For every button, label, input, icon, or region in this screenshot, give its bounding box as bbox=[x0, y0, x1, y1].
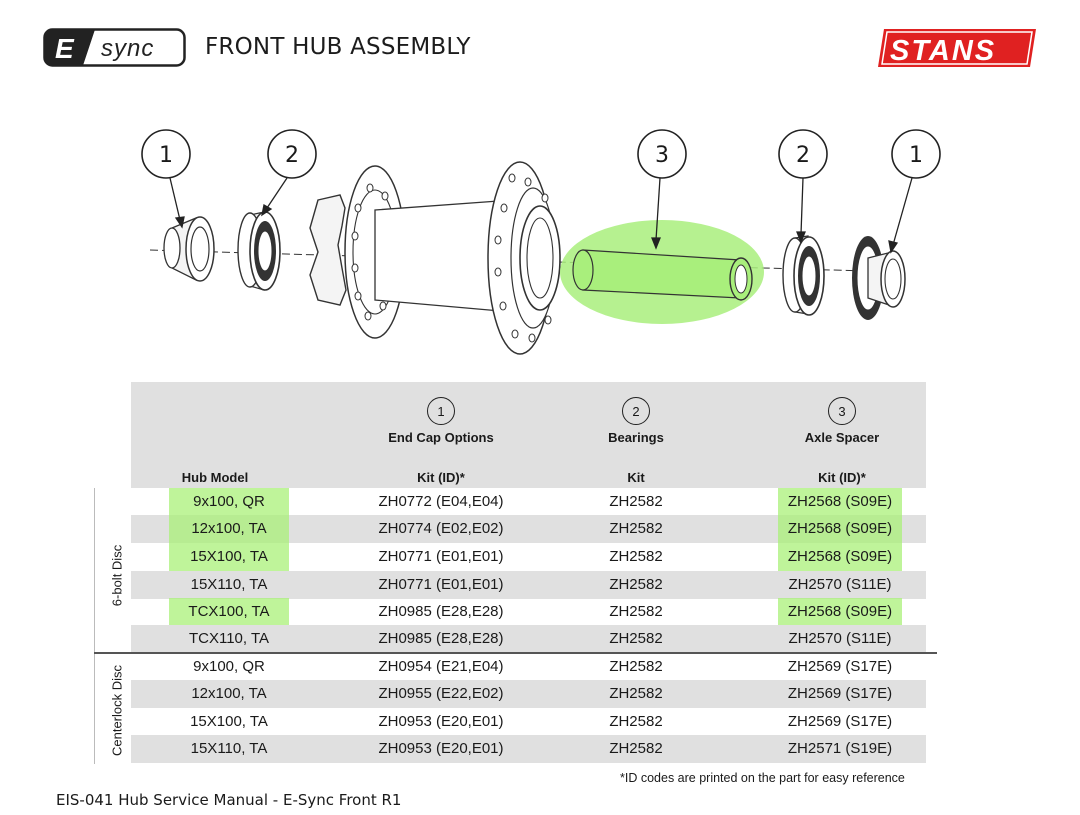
callout-2-right: 2 bbox=[796, 143, 810, 168]
table-row: 12x100, TA ZH0955 (E22,E02) ZH2582 ZH256… bbox=[131, 680, 926, 708]
column-title-bearings: Bearings bbox=[608, 430, 664, 445]
bearing-cell: ZH2582 bbox=[609, 740, 663, 757]
end-cap-cell: ZH0771 (E01,E01) bbox=[378, 548, 504, 565]
bearing-cell: ZH2582 bbox=[609, 603, 663, 620]
end-cap-cell: ZH0985 (E28,E28) bbox=[378, 630, 504, 647]
column-number-axle-spacer: 3 bbox=[828, 397, 856, 425]
group-border-centerlock bbox=[94, 654, 95, 764]
end-cap-cell: ZH0985 (E28,E28) bbox=[378, 603, 504, 620]
hub-model-cell: 12x100, TA bbox=[191, 685, 267, 702]
esync-logo-text: sync bbox=[101, 35, 154, 62]
page-title: FRONT HUB ASSEMBLY bbox=[205, 34, 471, 60]
page-footer: EIS-041 Hub Service Manual - E-Sync Fron… bbox=[56, 791, 402, 809]
stans-logo-text: STANS bbox=[890, 35, 996, 67]
group-label-centerlock: Centerlock Disc bbox=[109, 664, 125, 757]
hub-model-cell: 15X110, TA bbox=[190, 740, 268, 757]
axle-spacer-cell: ZH2569 (S17E) bbox=[787, 658, 893, 675]
callout-2-left: 2 bbox=[285, 143, 299, 168]
axle-spacer-cell: ZH2569 (S17E) bbox=[787, 685, 893, 702]
column-number-bearings: 2 bbox=[622, 397, 650, 425]
esync-logo: E sync bbox=[43, 28, 186, 67]
axle-spacer-cell: ZH2571 (S19E) bbox=[787, 740, 893, 757]
bearing-cell: ZH2582 bbox=[609, 685, 663, 702]
axle-spacer-cell: ZH2570 (S11E) bbox=[788, 630, 892, 647]
axle-spacer-cell: ZH2568 (S09E) bbox=[778, 515, 902, 543]
axle-spacer-cell: ZH2568 (S09E) bbox=[778, 598, 902, 626]
table-row: TCX100, TA ZH0985 (E28,E28) ZH2582 ZH256… bbox=[131, 598, 926, 626]
hub-model-cell: 9x100, QR bbox=[169, 488, 289, 516]
table-row: 15X100, TA ZH0953 (E20,E01) ZH2582 ZH256… bbox=[131, 708, 926, 736]
table-row: 9x100, QR ZH0772 (E04,E04) ZH2582 ZH2568… bbox=[131, 488, 926, 516]
end-cap-cell: ZH0772 (E04,E04) bbox=[378, 493, 504, 510]
bearing-right bbox=[782, 235, 825, 316]
column-title-end-cap: End Cap Options bbox=[388, 430, 494, 445]
column-sub-end-cap: Kit (ID)* bbox=[417, 470, 465, 485]
column-title-axle-spacer: Axle Spacer bbox=[804, 430, 880, 445]
group-label-6bolt: 6-bolt Disc bbox=[109, 544, 125, 607]
bearing-left bbox=[237, 211, 281, 291]
bearing-cell: ZH2582 bbox=[609, 630, 663, 647]
axle-spacer-cell: ZH2568 (S09E) bbox=[778, 488, 902, 516]
hub-model-cell: 15X100, TA bbox=[169, 543, 289, 571]
callout-1-left: 1 bbox=[159, 143, 173, 168]
stans-logo: STANS bbox=[878, 29, 1036, 67]
hub-model-cell: TCX100, TA bbox=[169, 598, 289, 626]
table-body: 9x100, QR ZH0772 (E04,E04) ZH2582 ZH2568… bbox=[131, 488, 926, 764]
column-number-end-cap: 1 bbox=[427, 397, 455, 425]
exploded-hub-diagram: 1 2 3 2 1 bbox=[141, 129, 941, 355]
column-sub-bearings: Kit bbox=[627, 470, 645, 485]
column-sub-axle-spacer: Kit (ID)* bbox=[818, 470, 866, 485]
end-cap-cell: ZH0771 (E01,E01) bbox=[378, 576, 504, 593]
end-cap-cell: ZH0953 (E20,E01) bbox=[378, 740, 504, 757]
hub-body bbox=[309, 161, 561, 355]
callout-1-right: 1 bbox=[909, 143, 923, 168]
table-header bbox=[131, 382, 926, 488]
end-cap-cell: ZH0774 (E02,E02) bbox=[378, 520, 504, 537]
axle-spacer bbox=[560, 220, 764, 324]
hub-model-cell: 9x100, QR bbox=[193, 658, 265, 675]
table-row: 12x100, TA ZH0774 (E02,E02) ZH2582 ZH256… bbox=[131, 515, 926, 543]
end-cap-cell: ZH0953 (E20,E01) bbox=[378, 713, 504, 730]
axle-spacer-cell: ZH2570 (S11E) bbox=[788, 576, 892, 593]
bearing-cell: ZH2582 bbox=[609, 548, 663, 565]
esync-logo-letter: E bbox=[55, 33, 75, 64]
end-cap-right bbox=[852, 236, 906, 320]
bearing-cell: ZH2582 bbox=[609, 576, 663, 593]
table-row: 15X110, TA ZH0771 (E01,E01) ZH2582 ZH257… bbox=[131, 571, 926, 599]
group-border-6bolt bbox=[94, 488, 95, 652]
callout-3: 3 bbox=[655, 143, 669, 168]
hub-model-cell: 12x100, TA bbox=[169, 515, 289, 543]
table-row: 15X100, TA ZH0771 (E01,E01) ZH2582 ZH256… bbox=[131, 543, 926, 571]
bearing-cell: ZH2582 bbox=[609, 493, 663, 510]
bearing-cell: ZH2582 bbox=[609, 713, 663, 730]
table-row: TCX110, TA ZH0985 (E28,E28) ZH2582 ZH257… bbox=[131, 625, 926, 653]
axle-spacer-cell: ZH2569 (S17E) bbox=[787, 713, 893, 730]
hub-model-cell: 15X110, TA bbox=[190, 576, 268, 593]
table-row: 9x100, QR ZH0954 (E21,E04) ZH2582 ZH2569… bbox=[131, 653, 926, 681]
end-cap-cell: ZH0954 (E21,E04) bbox=[378, 658, 504, 675]
column-title-hub-model: Hub Model bbox=[181, 470, 249, 485]
axle-spacer-cell: ZH2568 (S09E) bbox=[778, 543, 902, 571]
hub-model-cell: 15X100, TA bbox=[190, 713, 268, 730]
bearing-cell: ZH2582 bbox=[609, 520, 663, 537]
end-cap-cell: ZH0955 (E22,E02) bbox=[378, 685, 504, 702]
group-divider bbox=[94, 652, 937, 654]
bearing-cell: ZH2582 bbox=[609, 658, 663, 675]
table-row: 15X110, TA ZH0953 (E20,E01) ZH2582 ZH257… bbox=[131, 735, 926, 763]
footnote: *ID codes are printed on the part for ea… bbox=[620, 771, 905, 785]
end-cap-left bbox=[163, 216, 215, 282]
hub-model-cell: TCX110, TA bbox=[188, 630, 270, 647]
